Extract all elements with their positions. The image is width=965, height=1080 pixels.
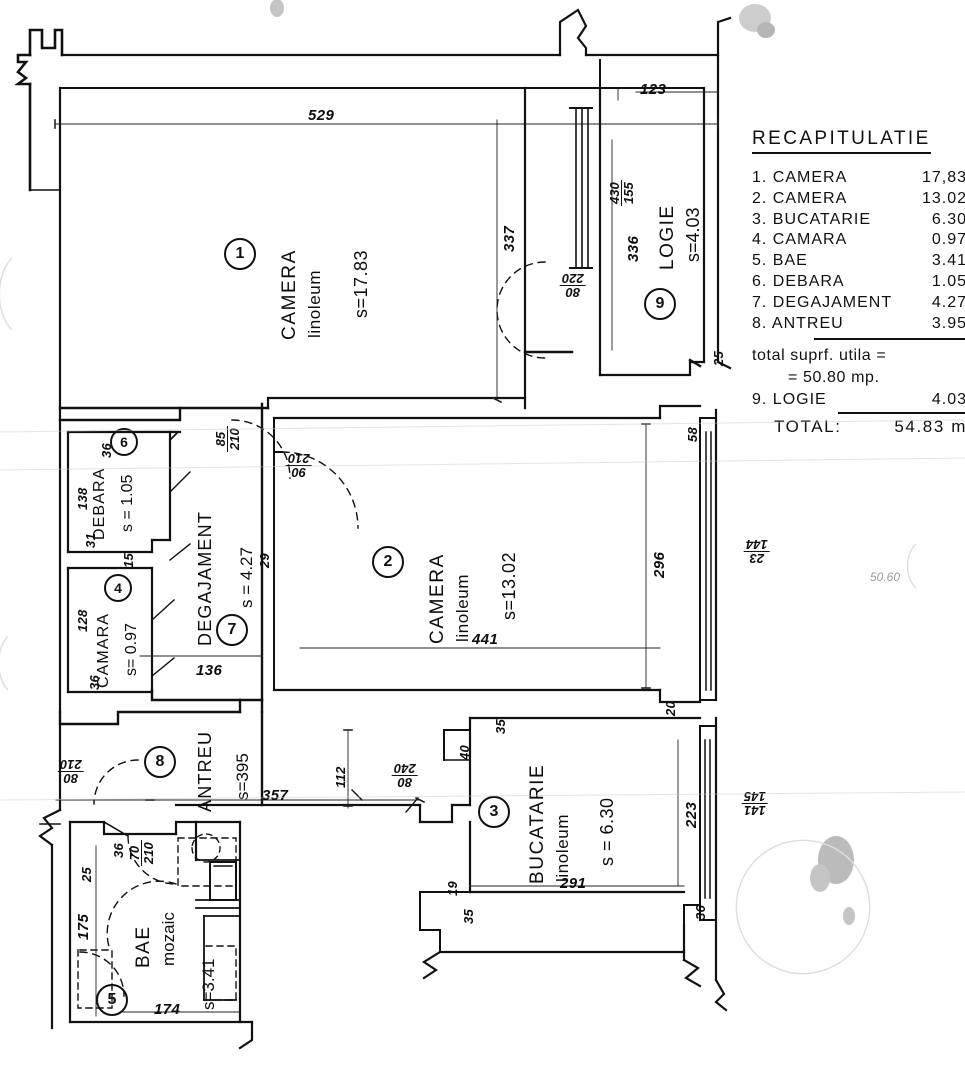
dimension-room2-bottom: 441 [472, 631, 499, 648]
recap-value: 3.41 [931, 252, 965, 270]
recap-row: 5. BAE 3.41 [752, 251, 965, 272]
room-bubble-3: 3 [478, 796, 510, 828]
recap-row: 6. DEBARA 1.05 [752, 272, 965, 293]
room-bubble-9: 9 [644, 288, 676, 320]
recap-row: 4. CAMARA 0.97 [752, 230, 965, 251]
recap-value: 4.03 [931, 390, 965, 408]
recap-label: 1. CAMERA [752, 169, 848, 186]
recap-value: 6.30 [931, 210, 965, 228]
dimension-kitchen-bottom: 291 [560, 875, 587, 892]
total-util-line-1: total suprf. utila = [752, 347, 887, 365]
recap-value: 1.05 [931, 272, 965, 290]
room-bubble-6: 6 [110, 428, 138, 456]
dimension-antreu-bottom: 357 [262, 787, 289, 804]
recap-label: 8. ANTREU [752, 314, 844, 332]
recapitulation-list: 1. CAMERA 17,83 2. CAMERA 13.02 3. BUCAT… [752, 168, 965, 334]
total-util-line-2: = 50.80 mp. [788, 368, 880, 386]
recap-row-logie: 9. LOGIE 4.03 [752, 391, 965, 409]
recap-label: 4. CAMARA [752, 231, 848, 249]
recap-row: 2. CAMERA 13.02 [752, 189, 965, 210]
recap-row: 8. ANTREU 3.95 [752, 314, 965, 335]
room-bubble-2: 2 [372, 546, 404, 578]
recap-row: 1. CAMERA 17,83 [752, 168, 965, 189]
room-bubble-4: 4 [104, 574, 132, 602]
recap-value: 3.95 [931, 314, 965, 332]
recap-label: 6. DEBARA [752, 272, 845, 290]
dimension-top-room1: 529 [308, 107, 335, 124]
dimension-logie-top: 123 [640, 81, 667, 98]
recap-divider-2 [838, 411, 965, 414]
room-bubble-8: 8 [144, 746, 176, 778]
recap-row: 7. DEGAJAMENT 4.27 [752, 293, 965, 314]
recapitulation-title: RECAPITULATIE [752, 128, 931, 154]
scan-scribble: 50.60 [870, 570, 901, 584]
recap-label: 2. CAMERA [752, 189, 848, 207]
recap-value: 17,83 [921, 169, 965, 186]
dimension-degajament-bottom: 136 [196, 662, 223, 679]
total-value: 54.83 m [894, 416, 965, 436]
recap-label: 9. LOGIE [752, 390, 827, 408]
recap-label: 7. DEGAJAMENT [752, 293, 893, 311]
room-bubble-5: 5 [96, 984, 128, 1016]
room-bubble-1: 1 [224, 238, 256, 270]
recap-label: 5. BAE [752, 252, 808, 270]
recapitulation-block: RECAPITULATIE 1. CAMERA 17,83 2. CAMERA … [752, 128, 965, 437]
recap-row: 3. BUCATARIE 6.30 [752, 210, 965, 231]
recap-value: 13.02 [921, 189, 965, 207]
room-bubble-7: 7 [216, 614, 248, 646]
dimension-bath-bottom: 174 [154, 1001, 181, 1018]
recap-value: 0.97 [931, 231, 965, 249]
recap-divider-1 [814, 338, 965, 341]
recap-value: 4.27 [931, 293, 965, 311]
recap-label: 3. BUCATARIE [752, 210, 871, 228]
